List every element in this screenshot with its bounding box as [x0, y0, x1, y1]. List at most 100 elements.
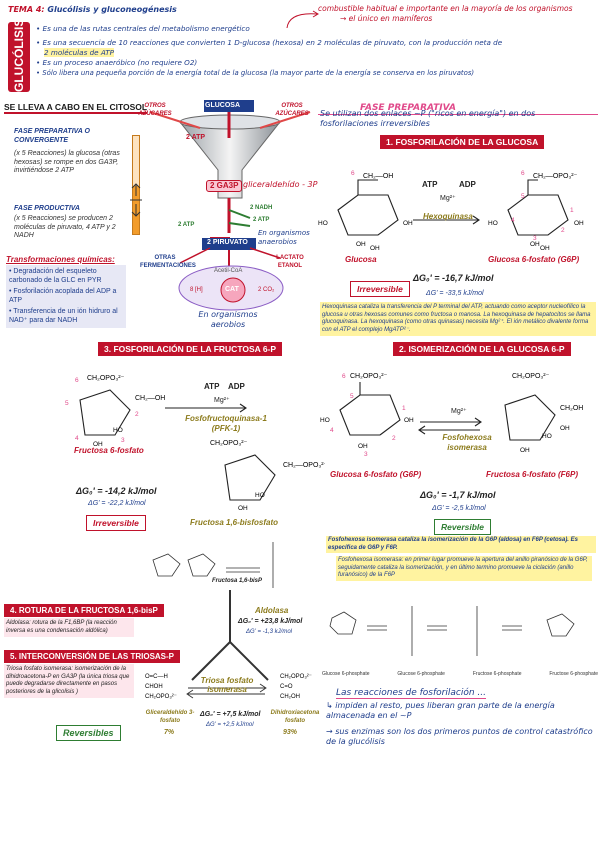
svg-text:2: 2	[561, 227, 565, 234]
fase-preparativa-heading: FASE PREPARATIVA	[318, 95, 598, 115]
s5-title: 5. INTERCONVERSIÓN DE LAS TRIOSAS-P	[4, 650, 181, 663]
svg-text:1: 1	[570, 207, 574, 214]
svg-text:5: 5	[521, 193, 525, 200]
s1-dg0: ΔG₀' = -16,7 kJ/mol	[413, 273, 494, 283]
ga3p-note: gliceraldehído - 3P	[243, 180, 318, 189]
s1-dg: ΔG' = -33,5 kJ/mol	[426, 290, 484, 297]
svg-text:CH₂—OPO₃²⁻: CH₂—OPO₃²⁻	[283, 462, 325, 469]
bullet-3: • Es un proceso anaeróbico (no requiere …	[36, 58, 198, 67]
transf-item: • Fosforilación acoplada del ADP a ATP	[9, 288, 117, 304]
isomerase-mechanism	[329, 606, 575, 656]
s5-dg: ΔG' = +2,5 kJ/mol	[206, 722, 254, 728]
svg-text:OH: OH	[520, 447, 530, 454]
phase-arrows-icon	[130, 183, 142, 217]
svg-text:1: 1	[402, 405, 406, 412]
s1-irreversible-badge: Irreversible	[350, 281, 410, 297]
svg-text:OH: OH	[404, 417, 414, 424]
svg-text:OH: OH	[358, 443, 368, 450]
s2-title: 2. ISOMERIZACIÓN DE LA GLUCOSA 6-P	[393, 342, 571, 356]
bullet-2: • Es una secuencia de 10 reacciones que …	[36, 38, 503, 47]
hexoquinasa-enzyme: Hexoquinasa	[423, 212, 473, 221]
s4-dg0: ΔG₀' = +23,8 kJ/mol	[238, 618, 303, 625]
prep-phase-title: FASE PREPARATIVA O CONVERGENTE	[14, 128, 90, 144]
svg-text:OH: OH	[560, 425, 570, 432]
svg-text:6: 6	[351, 170, 355, 177]
footer-title: Las reacciones de fosforilación ...	[336, 688, 486, 699]
svg-text:OH: OH	[370, 245, 380, 252]
s2-dg: ΔG' = -2,5 kJ/mol	[432, 505, 486, 512]
svg-text:HO: HO	[488, 220, 498, 227]
svg-text:HO: HO	[255, 492, 265, 499]
svg-text:CH₂—OPO₃²⁻: CH₂—OPO₃²⁻	[533, 173, 578, 180]
svg-text:OH: OH	[238, 505, 248, 512]
s3-irreversible-badge: Irreversible	[86, 515, 146, 531]
krebs-cycle	[220, 277, 246, 303]
s1-atp: ATP	[422, 180, 438, 189]
s5-reversibles-badge: Reversibles	[56, 725, 121, 741]
prod-phase-title: FASE PRODUCTIVA	[14, 205, 80, 212]
svg-text:5: 5	[65, 400, 69, 407]
nadh-out: 2 NADH	[250, 205, 273, 211]
glucosa-label: GLUCOSA	[205, 102, 240, 109]
s5-dg0: ΔG₀' = +7,5 kJ/mol	[200, 711, 261, 718]
otros-azucares-right: OTROS AZÚCARES	[275, 103, 309, 117]
s1-title: 1. FOSFORILACIÓN DE LA GLUCOSA	[380, 135, 545, 149]
footer-bullet-1: ↳ impiden al resto, pues liberan gran pa…	[326, 701, 555, 720]
svg-text:CH₂—OH: CH₂—OH	[363, 173, 393, 180]
aerobios-note: En organismos aerobios	[198, 310, 258, 329]
s2-g6p-name: Glucosa 6-fosfato (G6P)	[330, 470, 422, 479]
anaerobios-note: En organismos anaerobios	[258, 229, 310, 246]
atp-out-1: 2 ATP	[253, 217, 270, 223]
fase-prep-desc: Se utilizan dos enlaces ~P ("ricos en en…	[320, 109, 536, 128]
svg-text:2: 2	[135, 411, 139, 418]
f16bp-name: Fructosa 1,6-bisfosfato	[190, 518, 279, 527]
svg-text:3: 3	[364, 451, 368, 458]
g6p-name: Glucosa 6-fosfato (G6P)	[488, 255, 580, 264]
s4-body: Aldolasa: rotura de la F1,6BP (la reacci…	[4, 618, 134, 637]
dhap-pct: 93%	[283, 729, 298, 736]
svg-text:CH₂OPO₃²⁻: CH₂OPO₃²⁻	[350, 373, 388, 380]
s2-note-1: Fosfohexosa isomerasa cataliza la isomer…	[326, 536, 596, 553]
s2-reversible-badge: Reversible	[434, 519, 491, 535]
svg-text:3: 3	[121, 437, 125, 444]
s2-dg0: ΔG₀' = -1,7 kJ/mol	[420, 490, 496, 500]
glucolisis-sidebar: GLUCÓLISIS	[8, 19, 30, 92]
s2-mg: Mg²⁺	[451, 408, 467, 415]
transf-list: • Degradación del esqueleto carbonado de…	[6, 265, 126, 328]
svg-text:3: 3	[533, 235, 537, 242]
svg-text:OH: OH	[356, 241, 366, 248]
f16bp-small-label: Fructosa 1,6-bisP	[212, 578, 263, 584]
otras-fermentaciones: OTRAS FERMENTACIONES	[140, 255, 196, 269]
svg-text:OH: OH	[93, 441, 103, 448]
s2-note-2: Fosfohexosa isomerasa: en primer lugar p…	[336, 556, 592, 581]
svg-text:CH₂—OH: CH₂—OH	[135, 395, 165, 402]
prod-phase-body: (x 5 Reacciones) se producen 2 moléculas…	[14, 215, 116, 239]
svg-text:6: 6	[75, 377, 79, 384]
piruvato-label: 2 PIRUVATO	[207, 239, 248, 246]
svg-text:4: 4	[511, 217, 515, 224]
s5-body: Triosa fosfato isomerasa: isomerización …	[4, 664, 134, 698]
s3-adp: ADP	[228, 382, 245, 391]
tpi-enzyme: Triosa fosfato isomerasa	[200, 676, 254, 694]
cat-label: CAT	[225, 286, 239, 293]
tema-label: TEMA 4: Glucólisis y gluconeogénesis	[8, 5, 177, 14]
svg-text:OH: OH	[540, 245, 550, 252]
s1-adp: ADP	[459, 180, 476, 189]
fh-label: 8 [H]	[190, 287, 203, 293]
svg-text:HO: HO	[318, 220, 328, 227]
bullet-4: • Sólo libera una pequeña porción de la …	[36, 69, 475, 77]
co2-label: 2 CO₂	[258, 287, 275, 293]
citosol-heading: SE LLEVA A CABO EN EL CITOSOL	[4, 102, 148, 114]
s3-atp: ATP	[204, 382, 220, 391]
svg-text:CH₂OPO₃²⁻: CH₂OPO₃²⁻	[87, 375, 125, 382]
svg-text:C=O: C=O	[280, 684, 293, 690]
header-bullets: • Es una de las rutas centrales del meta…	[36, 24, 596, 78]
glycolysis-funnel-diagram	[149, 100, 311, 311]
s4-dg: ΔG' = -1,3 kJ/mol	[246, 629, 293, 635]
fosfohexosa-enzyme: Fosfohexosa isomerasa	[442, 433, 492, 452]
s3-dg0: ΔG₀' = -14,2 kJ/mol	[76, 486, 157, 496]
bullet-1: • Es una de las rutas centrales del meta…	[36, 24, 250, 33]
glucosa-box	[204, 100, 254, 112]
